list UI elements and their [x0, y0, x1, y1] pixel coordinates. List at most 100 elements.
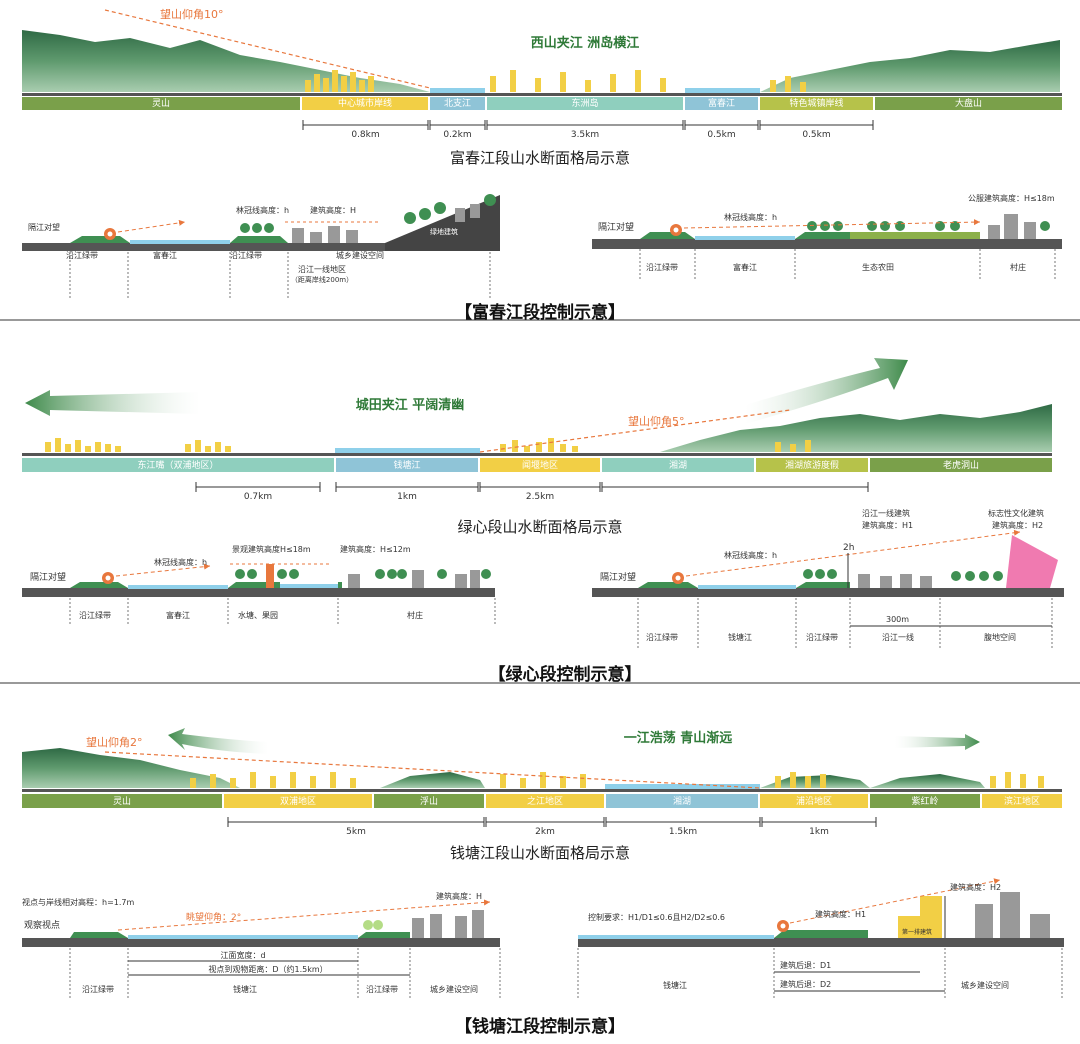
band-label: 钱塘江 — [393, 459, 420, 471]
dimension-label: 0.7km — [244, 492, 272, 502]
section-lvxin: 望山仰角5° 城田夹江 平阔清幽 东江嘴（双浦地区）钱塘江闻堰地区湘湖湘湖旅游度… — [0, 358, 1080, 685]
distance-label: 300m — [886, 615, 909, 624]
section-slogan: 一江浩荡 青山渐远 — [624, 730, 733, 746]
bottom-labels: 沿江绿带富春江沿江绿带城乡建设空间 — [66, 250, 384, 260]
segment-label: 村庄 — [407, 610, 423, 620]
band-3 — [487, 97, 683, 110]
control-title: 【钱塘江段控制示意】 — [455, 1016, 625, 1037]
dimension-label: 1km — [809, 827, 829, 837]
building-height-label: 建筑高度：H — [310, 205, 356, 215]
bottom-labels: 沿江绿带钱塘江沿江绿带沿江一线腹地空间 — [646, 632, 1016, 642]
setback-d2-label: 建筑后退：D2 — [780, 979, 831, 989]
angle-label: 望山仰角2° — [86, 735, 143, 749]
segment-label: 水塘、果园 — [238, 610, 278, 620]
band-0 — [22, 458, 334, 472]
segment-label: 富春江 — [153, 250, 177, 260]
river-width-label: 江面宽度：d — [220, 950, 265, 960]
band-label: 浮山 — [420, 795, 438, 807]
left-arrow — [168, 728, 268, 754]
control-title: 【绿心段控制示意】 — [489, 664, 642, 685]
riverfront-building-label: 沿江一线建筑 — [862, 508, 910, 518]
dimension-label: 3.5km — [571, 130, 599, 140]
band-label: 东洲岛 — [571, 97, 598, 109]
bottom-labels: 钱塘江城乡建设空间 — [663, 980, 1009, 990]
sight-line — [479, 409, 791, 453]
band-2 — [374, 794, 484, 808]
control-diagram-right: 隔江对望 林冠线高度：h 2h 沿江一线建筑 建筑高度：H1 标志性文化建筑 建… — [592, 508, 1064, 642]
first-row-building-label: 第一排建筑 — [902, 928, 932, 936]
section-slogan: 西山夹江 洲岛横江 — [531, 35, 640, 51]
segment-label: 沿江绿带 — [646, 263, 678, 272]
dimension-label: 2.5km — [526, 492, 554, 502]
band-0 — [22, 97, 300, 110]
segment-label: 钱塘江 — [663, 980, 687, 990]
tree-height-label: 林冠线高度：h — [724, 212, 777, 222]
landmark-building — [1006, 535, 1058, 588]
section-caption: 绿心段山水断面格局示意 — [457, 518, 622, 536]
segment-label: 腹地空间 — [984, 632, 1016, 642]
segment-label: 沿江绿带 — [646, 633, 678, 642]
landmark-height-label: 建筑高度：H2 — [992, 520, 1043, 530]
tree-height-label: 林冠线高度：h — [724, 550, 777, 560]
segment-label: 沿江绿带 — [806, 633, 838, 642]
band-4 — [685, 97, 758, 110]
left-arrow — [25, 390, 200, 416]
band-label: 滨江地区 — [1004, 795, 1040, 807]
view-label: 隔江对望 — [598, 221, 634, 233]
section-caption: 富春江段山水断面格局示意 — [450, 149, 630, 167]
band-label: 东江嘴（双浦地区） — [137, 459, 218, 471]
band-row: 灵山中心城市岸线北支江东洲岛富春江特色城镇岸线大盘山 — [22, 97, 1062, 110]
section-fuchun: 望山仰角10° 西山夹江 洲岛横江 灵山中心城市岸线北支江东洲岛富春江特色城镇岸… — [0, 7, 1080, 323]
band-label: 浦沿地区 — [796, 795, 832, 807]
band-label: 之江地区 — [527, 795, 563, 807]
bottom-labels: 沿江绿带富春江生态农田村庄 — [646, 262, 1026, 272]
band-3 — [486, 794, 604, 808]
segment-label: 富春江 — [166, 610, 190, 620]
segment-label: 沿江一线 — [882, 632, 914, 642]
band-label: 紫红岭 — [911, 795, 938, 807]
band-5 — [870, 458, 1052, 472]
control-diagram-left: 隔江对望 林冠线高度：h 建筑高度：H 绿地建筑 沿江绿带富春江沿江绿带城乡建设… — [22, 194, 500, 284]
two-h-label: 2h — [843, 543, 854, 553]
segment-label: 城乡建设空间 — [430, 984, 478, 994]
section-qiantang: 望山仰角2° 一江浩荡 青山渐远 灵山双浦地区浮山之江地区湘湖浦沿地区紫红岭滨江… — [22, 728, 1064, 1037]
zone-sub-label: （距离岸线200m） — [291, 275, 353, 284]
viewing-angle-label: 眺望仰角：2° — [186, 911, 241, 923]
band-label: 灵山 — [113, 796, 131, 807]
segment-label: 沿江绿带 — [66, 251, 98, 260]
dimension-label: 5km — [346, 827, 366, 837]
control-requirement-label: 控制要求：H1/D1≤0.6且H2/D2≤0.6 — [588, 912, 725, 922]
landscape-building-height-label: 景观建筑高度H≤18m — [232, 544, 311, 554]
band-6 — [875, 97, 1062, 110]
right-arrow — [895, 734, 980, 750]
dimension-label: 1km — [397, 492, 417, 502]
band-2 — [480, 458, 600, 472]
band-7 — [982, 794, 1062, 808]
tree-height-label: 林冠线高度：h — [236, 205, 289, 215]
dimension-label: 1.5km — [669, 827, 697, 837]
segment-label: 富春江 — [733, 262, 757, 272]
band-label: 闻堰地区 — [522, 459, 558, 471]
angle-label: 望山仰角5° — [628, 414, 685, 428]
control-diagram-left: 隔江对望 林冠线高度：h 景观建筑高度H≤18m 建筑高度：H≤12m 沿江绿带… — [22, 544, 495, 620]
band-4 — [606, 794, 758, 808]
band-label: 湘湖旅游度假 — [785, 459, 839, 471]
angle-label: 望山仰角10° — [160, 7, 224, 21]
section-slogan: 城田夹江 平阔清幽 — [356, 397, 465, 413]
control-diagram-left: 视点与岸线相对高程：h=1.7m 观察视点 眺望仰角：2° 建筑高度：H 江面宽… — [22, 891, 500, 994]
riverfront-height-label: 建筑高度：H1 — [862, 520, 913, 530]
section-caption: 钱塘江段山水断面格局示意 — [450, 844, 630, 862]
band-label: 特色城镇岸线 — [789, 97, 843, 109]
segment-label: 沿江绿带 — [82, 985, 114, 994]
dimension-label: 0.5km — [802, 130, 830, 140]
band-1 — [302, 97, 428, 110]
control-diagram-right: 控制要求：H1/D1≤0.6且H2/D2≤0.6 建筑高度：H1 建筑高度：H2… — [578, 878, 1064, 992]
band-2 — [430, 97, 485, 110]
h1-label: 建筑高度：H1 — [815, 909, 866, 919]
band-1 — [224, 794, 372, 808]
view-label: 隔江对望 — [600, 571, 636, 583]
bottom-labels: 沿江绿带钱塘江沿江绿带城乡建设空间 — [82, 984, 478, 994]
view-label: 观察视点 — [24, 919, 60, 931]
